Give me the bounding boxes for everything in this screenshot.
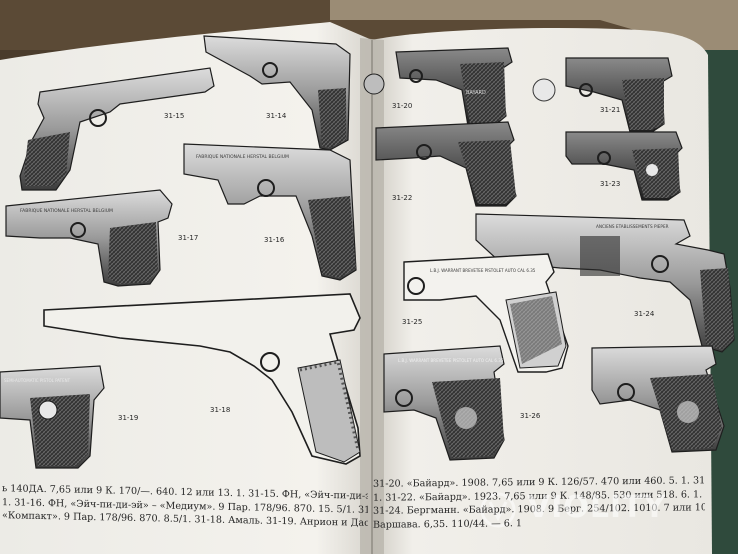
- fig-label: 31-16: [264, 236, 285, 244]
- watermark-text: VIOLITY: [527, 490, 667, 525]
- engraving-31-26: L.B.J. WARRANT BREVETEE PISTOLET AUTO CA…: [398, 358, 504, 363]
- watermark-logo-icon: [480, 492, 516, 528]
- engraving-31-24: ANCIENS ETABLISSEMENTS PIEPER: [596, 224, 669, 229]
- engraving-31-17: FABRIQUE NATIONALE HERSTAL BELGIUM: [20, 208, 113, 214]
- caption-left-page: ь 140ДА. 7,65 или 9 К. 170/—. 640. 12 ил…: [2, 482, 368, 530]
- logo-medallion: [532, 78, 556, 102]
- fig-label: 31-21: [600, 106, 620, 114]
- engraving-31-20: BAYARD: [466, 90, 486, 96]
- engraving-31-16: FABRIQUE NATIONALE HERSTAL BELGIUM: [196, 154, 289, 160]
- pistol-31-23: 31-23: [565, 131, 683, 201]
- pistol-31-21: 31-21: [565, 57, 673, 133]
- fig-label: 31-22: [392, 194, 412, 202]
- pistol-bottom-right: [591, 345, 725, 453]
- fig-label: 31-23: [600, 180, 620, 188]
- pistol-31-17: FABRIQUE NATIONALE HERSTAL BELGIUM 31-17: [5, 189, 198, 287]
- fig-label: 31-19: [118, 414, 138, 422]
- fig-label: 31-17: [178, 234, 198, 242]
- logo-medallion: [363, 73, 385, 95]
- pistol-31-24: ANCIENS ETABLISSEMENTS PIEPER 31-24: [475, 213, 735, 353]
- engraving-31-19: SEMI-AUTOMATIC PISTOL PATENT: [4, 378, 71, 383]
- fig-label: 31-18: [210, 406, 230, 414]
- pistol-31-15: 31-15: [19, 67, 215, 191]
- fig-label: 31-25: [402, 318, 422, 326]
- fig-label: 31-15: [164, 112, 184, 120]
- pistol-31-16: FABRIQUE NATIONALE HERSTAL BELGIUM 31-16: [183, 143, 357, 281]
- pistol-31-26: L.B.J. WARRANT BREVETEE PISTOLET AUTO CA…: [383, 345, 541, 461]
- fig-label: 31-20: [392, 102, 412, 110]
- pistol-31-18: 31-18: [43, 293, 361, 465]
- pistol-31-19: SEMI-AUTOMATIC PISTOL PATENT 31-19: [0, 365, 138, 469]
- fig-label: 31-26: [520, 412, 541, 420]
- fig-label: 31-24: [634, 310, 655, 318]
- fig-label: 31-14: [266, 112, 287, 120]
- pistol-31-20: BAYARD 31-20: [392, 47, 513, 127]
- pistol-31-25: L.B.J. WARRANT BREVETEE PISTOLET AUTO CA…: [402, 253, 569, 373]
- pistol-31-22: 31-22: [375, 121, 517, 207]
- pistol-31-14: 31-14: [203, 35, 351, 151]
- engraving-31-25: L.B.J. WARRANT BREVETEE PISTOLET AUTO CA…: [430, 268, 536, 273]
